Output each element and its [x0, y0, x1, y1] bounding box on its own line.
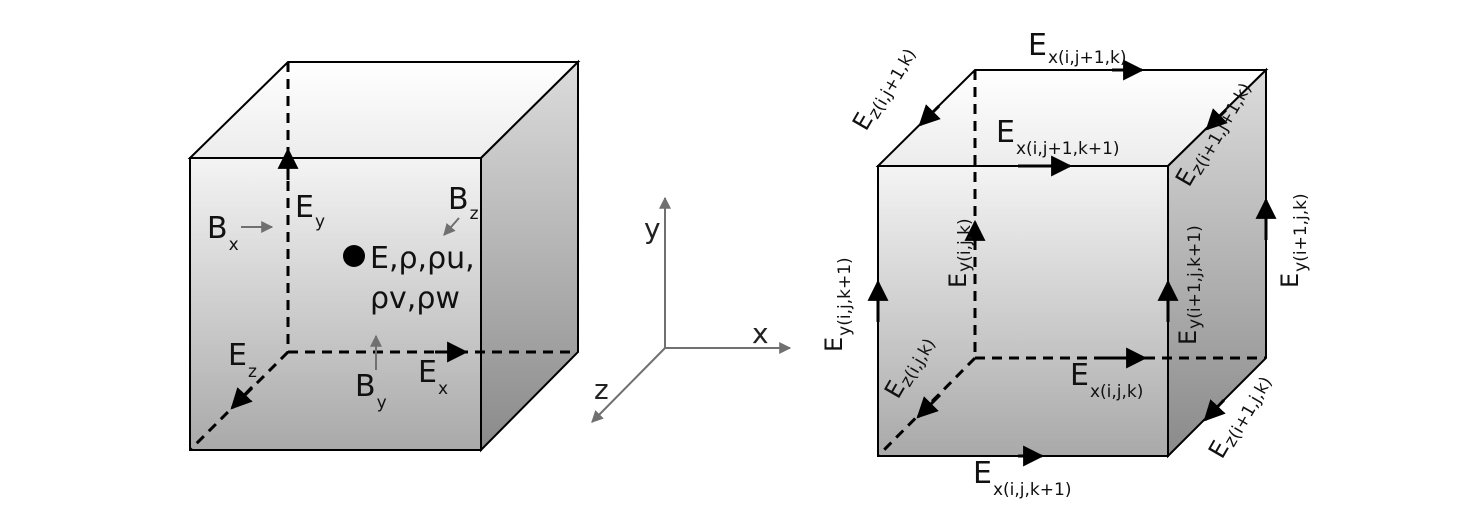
left-ey-label: Ey — [295, 190, 325, 232]
ex-top-front-label: Ex(i,j+1,k+1) — [996, 115, 1120, 159]
left-center-vars-line2: ρv,ρw — [370, 281, 460, 316]
ex-top-back-label: Ex(i,j+1,k) — [1028, 28, 1126, 68]
z-axis-label: z — [594, 373, 609, 406]
ez-top-right-arrow — [1205, 108, 1228, 131]
y-axis-label: y — [644, 212, 661, 245]
coordinate-axes: y x z — [591, 196, 792, 423]
ez-bottom-right-arrow — [1203, 398, 1226, 422]
left-by-label: By — [355, 369, 387, 413]
left-center-dot — [343, 245, 365, 267]
left-ez-arrow — [230, 385, 254, 410]
left-cube: E,ρ,ρu, ρv,ρw Ey Bx Bz Ez By Ex — [187, 59, 581, 453]
ez-top-left-arrow — [918, 104, 941, 127]
x-axis-label: x — [752, 317, 769, 350]
ey-right-back-label: Ey(i+1,j,k) — [1276, 193, 1311, 288]
z-axis-arrow — [591, 347, 666, 423]
ex-bottom-back-label: Ex(i,j,k) — [1070, 358, 1143, 402]
ey-front-left-label: Ey(i,j,k+1) — [820, 257, 855, 352]
left-bz-label: Bz — [448, 182, 479, 224]
right-cube: Ex(i,j+1,k) Ex(i,j+1,k+1) Ex(i,j,k) Ex(i… — [820, 28, 1311, 500]
ey-front-right-label: Ey(i+1,j,k+1) — [1174, 225, 1205, 345]
left-bz-arrow — [443, 217, 460, 236]
ex-bottom-front-label: Ex(i,j,k+1) — [973, 456, 1071, 500]
left-bx-label: Bx — [207, 211, 239, 255]
ez-top-left-label: Ez(i,j+1,k) — [847, 40, 921, 137]
ey-back-left-label: Ey(i,j,k) — [944, 218, 975, 288]
ez-bottom-left-arrow — [916, 393, 942, 419]
left-ez-label: Ez — [228, 338, 257, 382]
left-ex-label: Ex — [418, 355, 448, 399]
left-center-vars-line1: E,ρ,ρu, — [370, 241, 475, 276]
